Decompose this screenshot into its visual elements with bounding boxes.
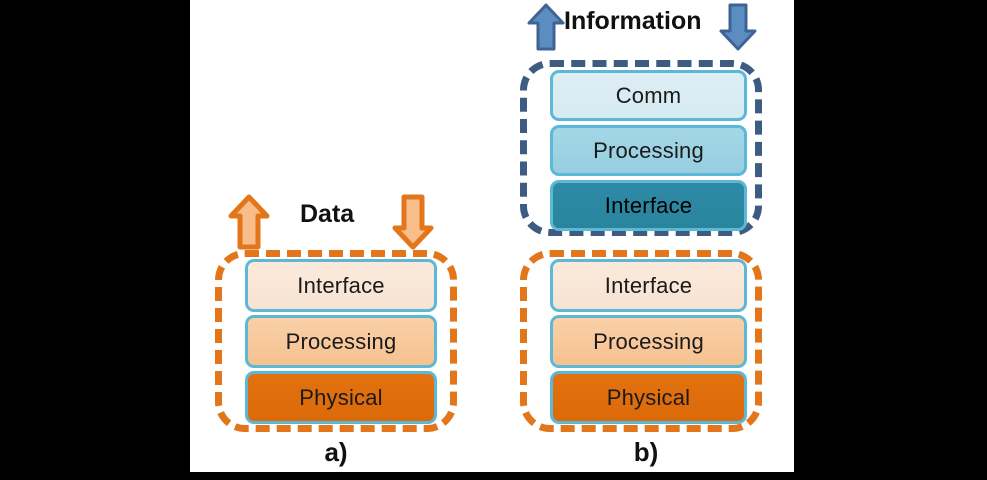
flow-label-data: Data bbox=[300, 200, 355, 228]
arrow-up-blue bbox=[526, 2, 566, 52]
layer-box-b-data-interface[interactable]: Interface bbox=[550, 259, 747, 312]
layer-box-b-processing[interactable]: Processing bbox=[550, 125, 747, 176]
layer-box-a-physical[interactable]: Physical bbox=[245, 371, 437, 424]
arrow-up-orange bbox=[228, 194, 270, 250]
layer-box-a-processing[interactable]: Processing bbox=[245, 315, 437, 368]
layer-box-b-data-processing[interactable]: Processing bbox=[550, 315, 747, 368]
subcaption-b: b) bbox=[633, 437, 659, 467]
group-b-information bbox=[520, 60, 762, 236]
layer-box-b-data-physical[interactable]: Physical bbox=[550, 371, 747, 424]
arrow-down-blue bbox=[718, 2, 758, 52]
subcaption-a: a) bbox=[324, 437, 348, 467]
group-b-data bbox=[520, 250, 762, 432]
arrow-down-orange bbox=[392, 194, 434, 250]
layer-box-b-interface[interactable]: Interface bbox=[550, 180, 747, 231]
layer-box-a-interface[interactable]: Interface bbox=[245, 259, 437, 312]
flow-label-information: Information bbox=[564, 7, 702, 35]
figure-canvas: Data Interface Processing Physical a) In… bbox=[190, 0, 794, 472]
layer-box-b-comm[interactable]: Comm bbox=[550, 70, 747, 121]
group-a-data bbox=[215, 250, 457, 432]
